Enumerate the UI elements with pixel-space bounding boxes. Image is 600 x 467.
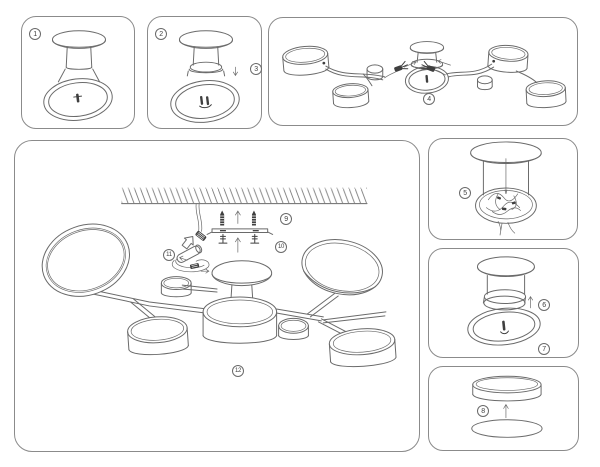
up-arrow-icon [503,403,509,419]
drum-shade-bottom-left [127,316,189,356]
led-plate [43,78,113,121]
step-badge-6: 6 [538,299,550,311]
step-badge-7: 7 [538,343,550,355]
wire-connector-icon [394,60,409,72]
stem [57,46,101,83]
up-arrow-icon [235,210,241,253]
step-badge-10: 10 [275,241,287,253]
wall-anchor-icon [220,210,256,226]
step-badge-9: 9 [280,213,292,225]
canopy [178,30,233,49]
drawing-connect-arms [282,41,567,109]
step-badge-4: 4 [423,93,435,105]
canopy [51,30,106,49]
mains-wire [195,203,203,232]
drawing-attach-plate [170,30,240,123]
canopy [476,256,535,295]
drawing-attach-diffuser [471,375,543,438]
shade-ring [472,375,542,402]
step-badge-8: 8 [477,405,489,417]
small-shade-right [278,317,309,340]
panel-step-1: 1 [21,16,135,129]
right-connect-arrow-icon [437,59,451,66]
drawing-attach-trim [467,256,541,346]
panel-step-6-7: 6 7 [428,248,579,358]
panel-step-2: 2 3 [147,16,262,129]
small-shade-upper-left [160,276,192,298]
lift-arrow-icon [181,235,194,250]
central-drum-shade [202,296,278,344]
canopy [211,260,273,301]
stem [186,46,226,77]
drum-shade-bottom-right [328,328,397,368]
step-badge-11: 11 [163,249,175,261]
chandelier [41,223,397,368]
wire-connection-detail [171,230,210,274]
diffuser-disc [471,419,543,438]
panel-step-4: 4 [268,17,578,126]
wires [485,158,521,236]
step-badge-3: 3 [250,63,262,75]
large-shade-right [301,239,383,296]
wire-connector-icon [421,60,436,72]
down-arrow-icon [232,66,238,77]
ceiling [121,187,368,205]
left-connect-arrow-icon [404,61,417,68]
drawing-ceiling-fixture [43,30,113,121]
led-plate [467,307,541,346]
step-badge-5: 5 [459,187,471,199]
step-badge-12: 12 [232,365,244,377]
left-arm-assembly [282,45,409,109]
large-shade-left [41,223,131,297]
drawing-canopy-wiring [470,141,542,236]
drawing-ceiling-mounting [41,187,397,368]
panel-main-mounting: 9 10 11 12 [14,140,420,452]
trim-ring [482,289,527,311]
mounting-screw-icon [218,233,260,244]
panel-step-8: 8 [428,366,579,451]
up-arrow-icon [527,295,534,309]
led-plate [170,80,240,123]
mounting-bracket [206,228,274,235]
panel-step-5: 5 [428,138,578,240]
step-badge-2: 2 [155,28,167,40]
step-badge-1: 1 [29,28,41,40]
right-arm-assembly [421,44,567,109]
